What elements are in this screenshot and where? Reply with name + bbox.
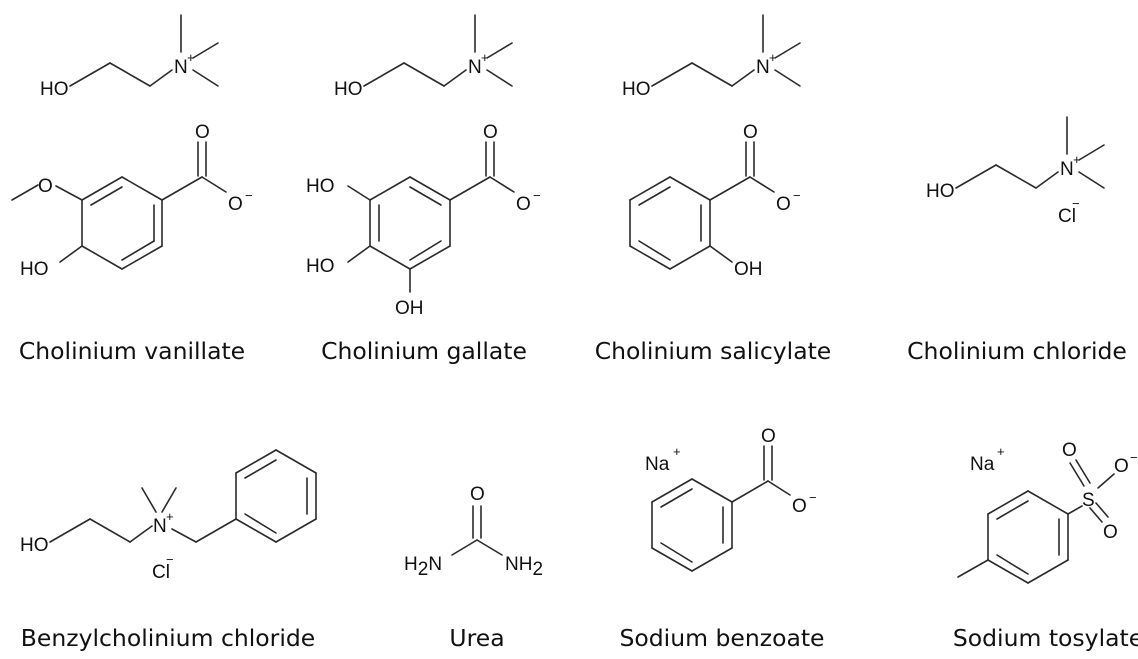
choline-cation-2: HO N +: [334, 14, 513, 100]
carbonyl-o-label: O: [761, 426, 776, 447]
sulfonate-o-label: O: [1114, 456, 1129, 477]
charge-minus: −: [533, 188, 541, 203]
sulfonyl-o-label: O: [1062, 440, 1077, 461]
hydroxyl-label: HO: [306, 176, 335, 197]
ammonium-n-label: N: [153, 516, 167, 537]
chloride-label: Cl: [1058, 206, 1076, 227]
hydroxyl-label: HO: [20, 259, 49, 280]
hydroxyl-label: HO: [334, 79, 363, 100]
ammonium-n-label: N: [1060, 159, 1074, 180]
hydroxyl-label: HO: [306, 256, 335, 277]
gallate-anion: HO HO OH O O −: [306, 122, 541, 319]
hydroxyl-label: OH: [395, 298, 424, 319]
carbonyl-o-label: O: [195, 122, 210, 143]
carboxylate-o-label: O: [228, 194, 243, 215]
salicylate-anion: OH O O −: [629, 122, 801, 280]
ammonium-n-label: N: [756, 57, 770, 78]
caption-cholinium-chloride: Cholinium chloride: [907, 337, 1127, 365]
choline-cation-3: HO N +: [622, 14, 801, 100]
hydroxyl-label: HO: [40, 79, 69, 100]
charge-plus: +: [769, 50, 777, 65]
carboxylate-o-label: O: [776, 194, 791, 215]
charge-minus: −: [793, 188, 801, 203]
ammonium-n-label: N: [174, 57, 188, 78]
carbonyl-o-label: O: [470, 484, 485, 505]
charge-plus: +: [997, 444, 1005, 459]
hydroxyl-label: HO: [926, 181, 955, 202]
choline-cation-1: HO N +: [40, 14, 219, 100]
charge-plus: +: [187, 50, 195, 65]
chloride-label: Cl: [152, 562, 170, 583]
charge-minus: −: [166, 552, 174, 567]
hydroxyl-label: OH: [734, 259, 763, 280]
methoxy-o-label: O: [38, 176, 53, 197]
charge-minus: −: [1072, 196, 1080, 211]
sodium-benzoate-structure: Na + O O −: [645, 426, 817, 572]
cholinium-chloride-structure: HO N + Cl −: [926, 116, 1105, 227]
caption-sodium-benzoate: Sodium benzoate: [619, 624, 825, 652]
amine-label: H2N: [404, 554, 442, 580]
carboxylate-o-label: O: [516, 194, 531, 215]
charge-plus: +: [673, 444, 681, 459]
charge-plus: +: [481, 50, 489, 65]
charge-plus: +: [1073, 152, 1081, 167]
caption-urea: Urea: [449, 624, 505, 652]
caption-cholinium-vanillate: Cholinium vanillate: [18, 337, 246, 365]
sodium-label: Na: [970, 454, 995, 475]
caption-benzylcholinium-chloride: Benzylcholinium chloride: [20, 624, 316, 652]
caption-cholinium-salicylate: Cholinium salicylate: [594, 337, 832, 365]
carboxylate-o-label: O: [792, 496, 807, 517]
vanillate-anion: O HO O O −: [11, 122, 253, 280]
charge-plus: +: [166, 509, 174, 524]
sodium-label: Na: [645, 454, 670, 475]
charge-minus: −: [1130, 450, 1138, 465]
charge-minus: −: [809, 490, 817, 505]
hydroxyl-label: HO: [622, 79, 651, 100]
ammonium-n-label: N: [468, 57, 482, 78]
benzylcholinium-chloride-structure: HO N + Cl −: [20, 449, 317, 583]
amine-label: NH2: [505, 554, 543, 580]
hydroxyl-label: HO: [20, 535, 49, 556]
carbonyl-o-label: O: [743, 122, 758, 143]
sodium-tosylate-structure: Na + S O O − O: [957, 440, 1138, 584]
urea-structure: O H2N NH2: [404, 484, 543, 580]
caption-cholinium-gallate: Cholinium gallate: [321, 337, 527, 365]
sulfonyl-o-label: O: [1103, 522, 1118, 543]
sulfur-label: S: [1082, 490, 1095, 511]
carbonyl-o-label: O: [483, 122, 498, 143]
charge-minus: −: [245, 188, 253, 203]
caption-sodium-tosylate: Sodium tosylate: [952, 624, 1138, 652]
